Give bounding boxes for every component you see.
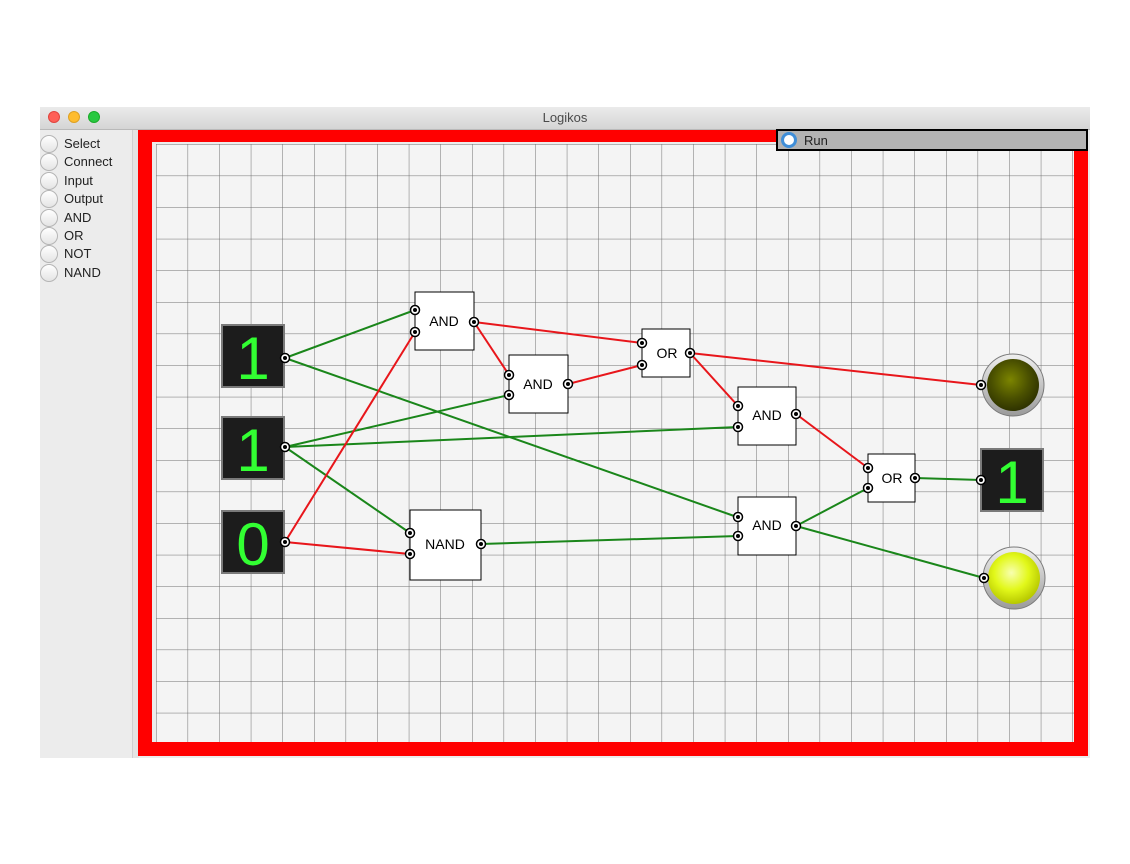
output-lamp-off[interactable] xyxy=(975,353,1045,417)
input-value: 0 xyxy=(236,511,269,578)
wire[interactable] xyxy=(473,321,510,376)
input-value: 1 xyxy=(236,325,269,392)
close-window-button[interactable] xyxy=(48,111,60,123)
tool-and[interactable]: AND xyxy=(40,209,132,227)
tool-nand[interactable]: NAND xyxy=(40,264,132,282)
radio-button[interactable] xyxy=(40,190,58,208)
output-lamp-on[interactable] xyxy=(978,546,1046,610)
output-value: 1 xyxy=(995,449,1028,516)
gate-label: NAND xyxy=(425,536,465,552)
wire[interactable] xyxy=(284,309,416,359)
nand-gate[interactable]: NAND xyxy=(404,509,487,581)
radio-button[interactable] xyxy=(40,209,58,227)
input-switch[interactable]: 0 xyxy=(221,510,291,578)
grid-lines xyxy=(156,144,1074,744)
gate-label: AND xyxy=(523,376,553,392)
wire[interactable] xyxy=(689,352,739,407)
output-display[interactable]: 1 xyxy=(975,448,1044,516)
wire[interactable] xyxy=(795,487,869,527)
tool-palette: Select Connect Input Output AND OR NOT xyxy=(40,130,132,758)
tool-label: AND xyxy=(64,210,92,225)
and-gate[interactable]: AND xyxy=(409,291,480,351)
tool-select[interactable]: Select xyxy=(40,135,132,153)
title-bar: Logikos xyxy=(40,107,1090,130)
wire[interactable] xyxy=(567,364,643,385)
wire[interactable] xyxy=(689,352,982,386)
input-switch[interactable]: 1 xyxy=(221,416,291,484)
split-divider[interactable] xyxy=(132,130,139,758)
run-radio-button[interactable] xyxy=(781,132,797,148)
tool-not[interactable]: NOT xyxy=(40,245,132,263)
gate-label: AND xyxy=(429,313,459,329)
wire[interactable] xyxy=(473,321,643,344)
app-window: Logikos Select Connect Input Output AND … xyxy=(40,107,1090,758)
tool-label: NOT xyxy=(64,246,92,261)
circuit-canvas[interactable]: 1 1 0 AND AND OR xyxy=(138,130,1090,758)
zoom-window-button[interactable] xyxy=(88,111,100,123)
and-gate[interactable]: AND xyxy=(732,386,802,446)
gate-label: AND xyxy=(752,407,782,423)
input-value: 1 xyxy=(236,417,269,484)
tool-label: Input xyxy=(64,173,93,188)
wire[interactable] xyxy=(284,541,411,555)
wire[interactable] xyxy=(795,413,869,469)
wire[interactable] xyxy=(914,477,982,481)
radio-button[interactable] xyxy=(40,245,58,263)
tool-connect[interactable]: Connect xyxy=(40,153,132,171)
or-gate[interactable]: OR xyxy=(862,453,921,503)
tool-label: Output xyxy=(64,191,104,206)
wire[interactable] xyxy=(284,394,510,448)
tool-label: NAND xyxy=(64,265,101,280)
canvas-frame xyxy=(138,130,1088,756)
radio-button[interactable] xyxy=(40,153,58,171)
wire[interactable] xyxy=(795,525,985,579)
and-gate[interactable]: AND xyxy=(503,354,574,414)
and-gate[interactable]: AND xyxy=(732,496,802,556)
window-title: Logikos xyxy=(542,110,588,125)
tool-label: Connect xyxy=(64,154,113,169)
tool-input[interactable]: Input xyxy=(40,172,132,190)
minimize-window-button[interactable] xyxy=(68,111,80,123)
input-switch[interactable]: 1 xyxy=(221,324,291,392)
gate-label: OR xyxy=(657,345,678,361)
or-gate[interactable]: OR xyxy=(636,328,696,378)
wire[interactable] xyxy=(284,331,416,543)
run-toggle[interactable]: Run xyxy=(776,129,1088,151)
radio-button[interactable] xyxy=(40,227,58,245)
radio-button[interactable] xyxy=(40,172,58,190)
gate-label: OR xyxy=(882,470,903,486)
radio-button[interactable] xyxy=(40,135,58,153)
wire[interactable] xyxy=(284,446,411,534)
tool-label: Select xyxy=(64,136,101,151)
wire[interactable] xyxy=(480,535,739,545)
tool-or[interactable]: OR xyxy=(40,227,132,245)
tool-label: OR xyxy=(64,228,84,243)
gate-label: AND xyxy=(752,517,782,533)
tool-output[interactable]: Output xyxy=(40,190,132,208)
radio-button[interactable] xyxy=(40,264,58,282)
wire[interactable] xyxy=(284,426,739,448)
run-label: Run xyxy=(804,133,828,148)
